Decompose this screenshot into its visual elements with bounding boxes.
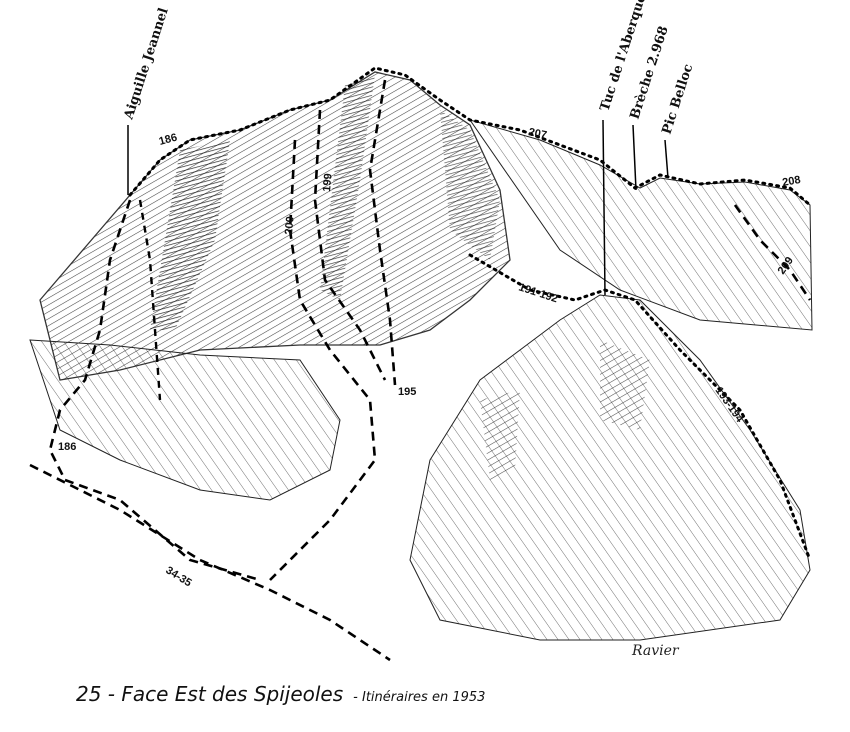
couloir-center [320,75,375,300]
right-spur-shadows [480,340,650,480]
caption-main: 25 - Face Est des Spijeoles [76,682,344,706]
figure-caption: 25 - Face Est des Spijeoles - Itinéraire… [76,682,485,706]
route-199-line [313,109,387,381]
route-186-line [48,199,261,582]
route-label-195: 195 [398,386,416,398]
route-left-buttress-line [138,199,162,401]
label-pic-belloc: Pic Belloc [660,62,697,136]
couloir-left [150,140,230,330]
couloir-right [440,110,500,260]
route-34-35-line [29,463,391,662]
route-label-34-35: 34-35 [163,564,193,589]
ridge-193-194-dotted [468,253,812,562]
route-label-207: 207 [527,126,547,142]
route-label-200: 200 [283,216,297,235]
main-massif [39,71,511,381]
route-209-line [733,204,812,301]
route-label-186-bottom: 186 [58,441,76,453]
route-label-186-top: 186 [158,132,179,148]
route-label-191-192: 191-192 [517,281,559,305]
caption-sub: - Itinéraires en 1953 [353,690,486,705]
route-200-line [269,139,377,581]
route-label-208: 208 [781,174,801,189]
label-aiguille-jeannel: Aiguille Jeannel [121,6,171,122]
leader-tuc-aberque [602,119,606,296]
distant-ridge [468,119,813,331]
leader-breche [632,124,637,191]
ridge-dotted-line [128,66,812,207]
leader-pic-belloc [664,139,669,179]
lower-left-slabs [29,339,341,501]
route-label-199: 199 [321,173,335,192]
route-195-line [368,79,397,386]
artist-signature: Ravier [631,643,680,659]
